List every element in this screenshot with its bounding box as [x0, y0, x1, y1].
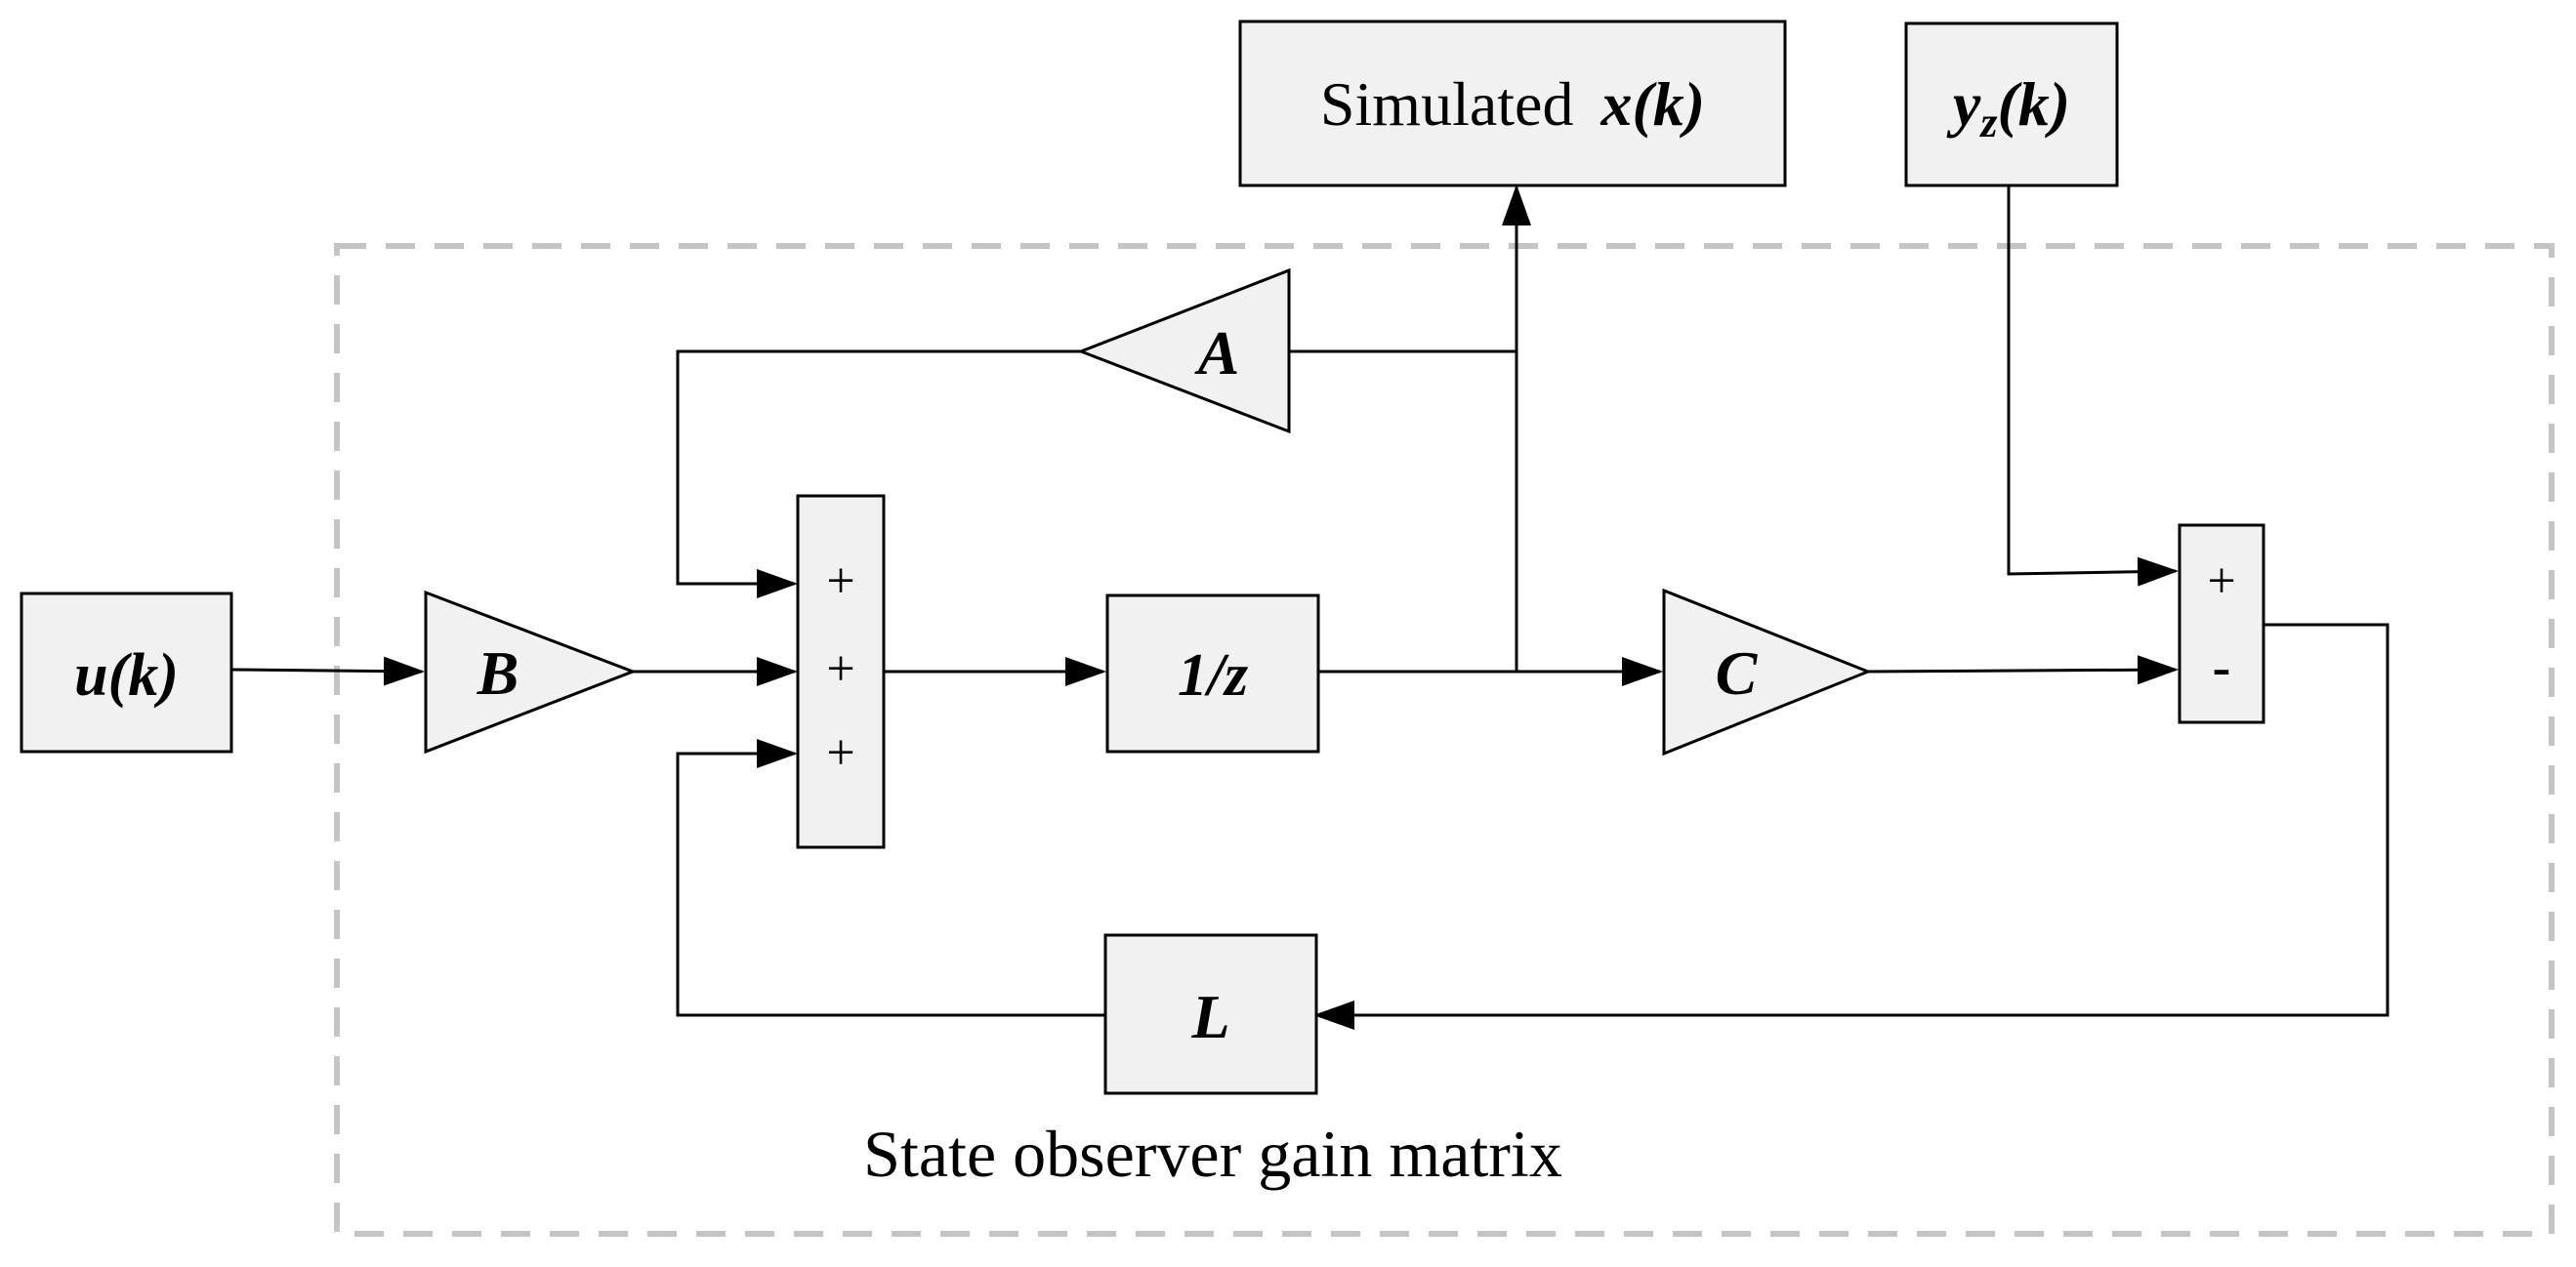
sum-right-block: + - — [2178, 523, 2265, 724]
sum-left-block: + + + — [796, 494, 886, 849]
wire-c-to-sum — [1867, 655, 2179, 685]
gain-c-block: C — [1662, 588, 1873, 756]
sum-left-sign-2: + — [826, 641, 854, 697]
wire-u-to-b — [230, 656, 425, 686]
delay-label: 1/z — [1178, 642, 1248, 709]
gain-b-block: B — [424, 590, 638, 755]
measured-rest: (k) — [1997, 69, 2070, 139]
wire-l-to-sum — [676, 739, 1105, 1017]
gain-l-block: L — [1103, 933, 1318, 1095]
gain-a-block: A — [1076, 267, 1291, 434]
gain-l-label: L — [1190, 982, 1229, 1051]
observer-caption: State observer gain matrix — [863, 1117, 1562, 1191]
measured-text: yz(k) — [1946, 69, 2070, 146]
wire-y-to-sum — [2007, 185, 2179, 587]
wire-a-to-sum — [676, 349, 1081, 598]
simulated-text: Simulated x(k) — [1320, 69, 1705, 139]
input-block: u(k) — [20, 592, 233, 754]
gain-c-label: C — [1716, 638, 1759, 708]
simulated-var: x(k) — [1600, 69, 1705, 139]
observer-boundary — [334, 243, 2555, 1237]
input-label: u(k) — [74, 642, 179, 709]
gain-a-label: A — [1194, 318, 1240, 388]
sum-right-sign-2: - — [2213, 637, 2231, 698]
simulated-label: Simulated — [1320, 69, 1574, 139]
sum-left-sign-3: + — [826, 725, 854, 781]
sum-right-sign-1: + — [2207, 553, 2235, 609]
gain-b-label: B — [477, 638, 519, 708]
measured-subscript: z — [1978, 99, 1997, 146]
simulated-output-block: Simulated x(k) — [1238, 20, 1787, 187]
measured-output-block: yz(k) — [1904, 21, 2119, 187]
sum-left-sign-1: + — [826, 553, 854, 609]
delay-block: 1/z — [1105, 593, 1320, 754]
wire-error-to-l — [1313, 623, 2389, 1030]
